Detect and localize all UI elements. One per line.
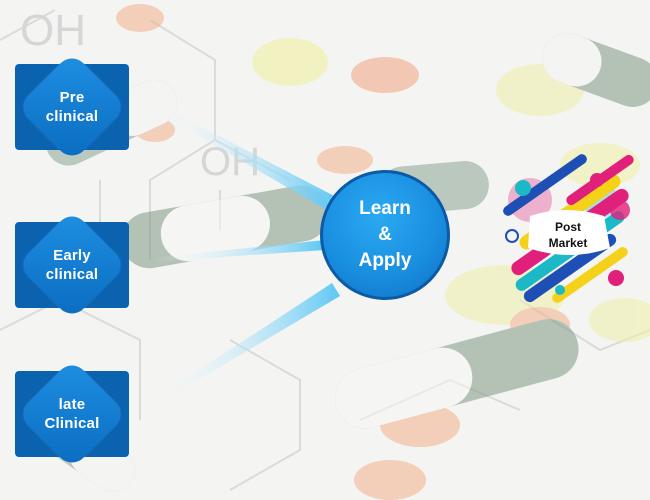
stage-preclinical: Pre clinical [15,51,129,163]
stage-preclinical-line2: clinical [45,108,99,125]
stage-preclinical-label: Pre clinical [15,88,129,126]
stage-late-clinical-label: late Clinical [15,395,129,433]
stage-early-clinical-label: Early clinical [15,246,129,284]
connector-early-clinical [150,240,325,262]
stage-late-clinical-line2: Clinical [44,415,100,432]
stage-early-clinical: Early clinical [15,209,129,321]
hub-line3: Apply [358,250,412,271]
learn-apply-hub: Learn & Apply [320,170,450,300]
post-market-badge [503,154,634,303]
connector-late-clinical [150,283,340,408]
post-market-line1: Post [554,220,581,234]
stage-preclinical-line1: Pre [59,89,85,106]
hub-line1: Learn [359,198,411,219]
hub-label: Learn & Apply [323,196,447,274]
connector-preclinical [150,100,338,212]
post-market-label: Post Market [532,219,604,251]
post-market-line2: Market [548,236,588,250]
hub-line2: & [378,224,392,245]
formula-text-top: OH [20,6,86,55]
stage-late-clinical: late Clinical [15,358,129,470]
connectors [150,100,340,408]
stage-early-clinical-line1: Early [53,247,91,264]
stage-late-clinical-line1: late [58,396,86,413]
stage-early-clinical-line2: clinical [45,266,99,283]
